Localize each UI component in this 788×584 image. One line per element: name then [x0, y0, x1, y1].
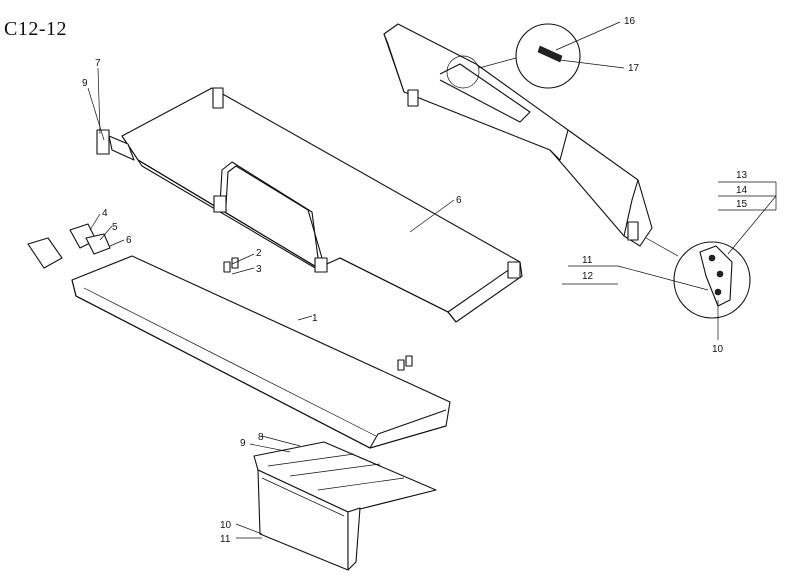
callout-labels: 1 2 3 4 5 6 6 7 9 8 9 10 11 16 17 13 14 … [82, 16, 748, 545]
detail-balloon-hinge [645, 237, 751, 319]
callout-4: 4 [102, 208, 108, 219]
callout-6-top: 6 [456, 195, 462, 206]
upper-bed-panel [96, 87, 523, 323]
detail-balloon-16-17 [478, 23, 581, 89]
callout-7: 7 [95, 58, 101, 69]
callout-11-right: 11 [582, 255, 593, 266]
callout-17: 17 [628, 63, 640, 74]
callout-2: 2 [256, 248, 262, 259]
callout-10-bottom: 10 [220, 520, 232, 531]
callout-13: 13 [736, 170, 748, 181]
callout-12: 12 [582, 271, 594, 282]
diagram-code: C12-12 [4, 18, 67, 40]
callout-14: 14 [736, 185, 748, 196]
callout-15: 15 [736, 199, 748, 210]
callout-16: 16 [624, 16, 636, 27]
callout-1: 1 [312, 313, 318, 324]
backrest-panel [383, 23, 653, 247]
callout-5: 5 [112, 222, 118, 233]
callout-9-bottom: 9 [240, 438, 246, 449]
callout-8: 8 [258, 432, 264, 443]
storage-box [253, 441, 437, 571]
callout-10-right: 10 [712, 344, 724, 355]
leader-lines [87, 21, 777, 539]
callout-6-left: 6 [126, 235, 132, 246]
callout-11-bottom: 11 [220, 534, 231, 545]
small-hinge-parts [27, 223, 413, 371]
seat-cushion [71, 255, 451, 449]
callout-3: 3 [256, 264, 262, 275]
callout-9-top: 9 [82, 78, 88, 89]
